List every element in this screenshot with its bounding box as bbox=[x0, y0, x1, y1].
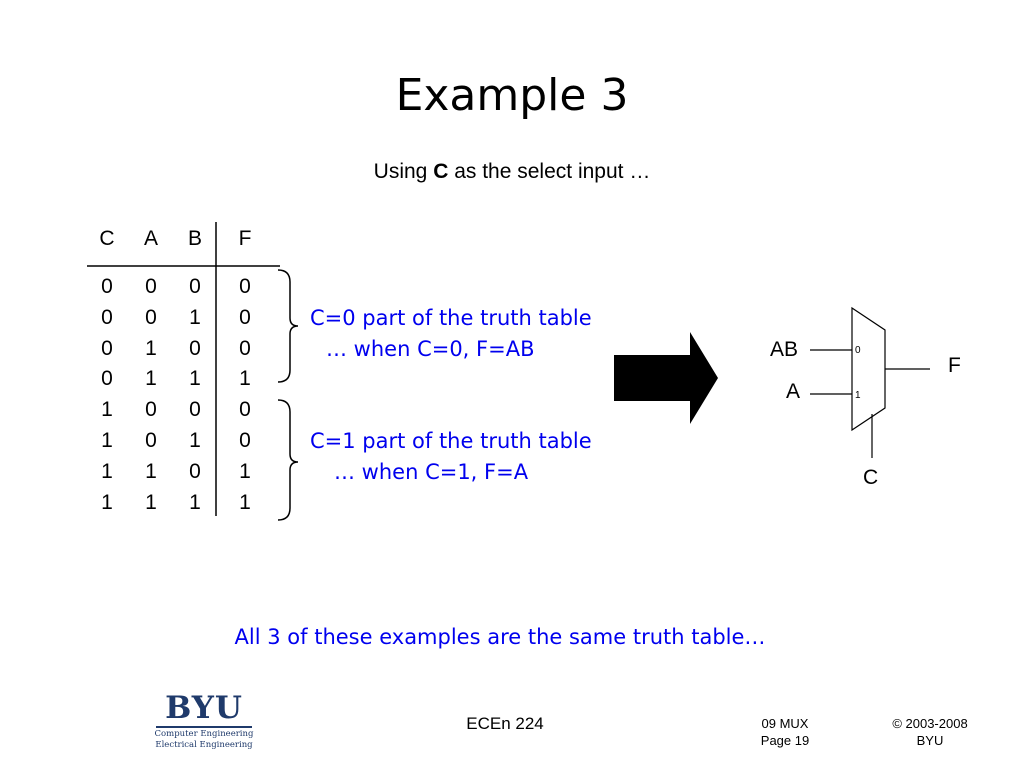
logo-rule bbox=[156, 726, 252, 728]
bottom-note: All 3 of these examples are the same tru… bbox=[234, 625, 766, 649]
table-cell-b: 0 bbox=[189, 459, 201, 483]
c1-annotation-line1: C=1 part of the truth table bbox=[310, 429, 592, 453]
mux-input0-label: AB bbox=[770, 338, 799, 361]
table-cell-c: 0 bbox=[101, 336, 113, 360]
mux-select-label: C bbox=[863, 466, 879, 489]
table-cell-c: 1 bbox=[101, 429, 113, 452]
table-header-a: A bbox=[143, 227, 158, 250]
footer-page: Page 19 bbox=[760, 733, 810, 748]
table-cell-f: 0 bbox=[239, 429, 251, 452]
table-cell-a: 1 bbox=[145, 336, 157, 360]
table-cell-f: 1 bbox=[239, 490, 251, 514]
table-cell-a: 0 bbox=[145, 398, 157, 422]
table-cell-c: 0 bbox=[101, 305, 113, 329]
table-cell-a: 1 bbox=[145, 367, 157, 391]
table-cell-b: 0 bbox=[189, 336, 201, 360]
c0-annotation-line2: … when C=0, F=AB bbox=[326, 337, 535, 361]
table-header-c: C bbox=[99, 227, 115, 250]
slide-subtitle: Using C as the select input … bbox=[0, 158, 1024, 186]
table-cell-a: 0 bbox=[145, 429, 157, 452]
table-cell-c: 0 bbox=[101, 367, 113, 391]
table-cell-c: 1 bbox=[101, 459, 113, 483]
subtitle-bold: C bbox=[433, 160, 449, 183]
table-cell-f: 0 bbox=[239, 305, 251, 329]
mux-input1-label: A bbox=[786, 380, 801, 403]
table-cell-a: 0 bbox=[145, 305, 157, 329]
table-cell-c: 1 bbox=[101, 398, 113, 422]
logo-main-text: BYU bbox=[165, 690, 243, 726]
brace-c1 bbox=[277, 399, 299, 521]
table-cell-c: 0 bbox=[101, 275, 113, 298]
table-cell-b: 0 bbox=[189, 398, 201, 422]
footer-course: ECEn 224 bbox=[466, 714, 544, 733]
table-cell-f: 1 bbox=[239, 459, 251, 483]
logo-line1: Computer Engineering bbox=[154, 729, 254, 739]
table-cell-c: 1 bbox=[101, 490, 113, 514]
table-cell-b: 1 bbox=[189, 305, 201, 329]
table-cell-a: 0 bbox=[145, 275, 157, 298]
slide-title: Example 3 bbox=[395, 70, 629, 121]
table-cell-a: 1 bbox=[145, 459, 157, 483]
table-cell-f: 0 bbox=[239, 336, 251, 360]
byu-logo: BYU Computer Engineering Electrical Engi… bbox=[154, 691, 254, 751]
footer-copyright: © 2003-2008 bbox=[892, 716, 968, 731]
c1-annotation-line2: … when C=1, F=A bbox=[334, 460, 529, 484]
mux-output-label: F bbox=[948, 354, 961, 377]
brace-c0 bbox=[277, 269, 299, 383]
mux-pin0-label: 0 bbox=[855, 345, 861, 356]
table-cell-b: 1 bbox=[189, 490, 201, 514]
table-cell-b: 1 bbox=[189, 367, 201, 391]
c0-annotation-line1: C=0 part of the truth table bbox=[310, 306, 592, 330]
subtitle-prefix: Using bbox=[373, 160, 434, 183]
right-arrow-icon bbox=[614, 332, 718, 424]
logo-line2: Electrical Engineering bbox=[155, 740, 253, 750]
table-header-f: F bbox=[238, 227, 252, 250]
table-cell-f: 0 bbox=[239, 398, 251, 422]
footer-org: BYU bbox=[916, 733, 944, 748]
footer-section: 09 MUX bbox=[761, 716, 809, 731]
table-cell-f: 0 bbox=[239, 275, 251, 298]
table-header-b: B bbox=[187, 227, 202, 250]
table-cell-f: 1 bbox=[239, 367, 251, 391]
mux-body bbox=[851, 306, 886, 432]
subtitle-suffix: as the select input … bbox=[448, 160, 651, 183]
table-cell-b: 1 bbox=[189, 429, 201, 452]
table-cell-b: 0 bbox=[189, 275, 201, 298]
mux-pin1-label: 1 bbox=[855, 390, 861, 401]
table-cell-a: 1 bbox=[145, 490, 157, 514]
